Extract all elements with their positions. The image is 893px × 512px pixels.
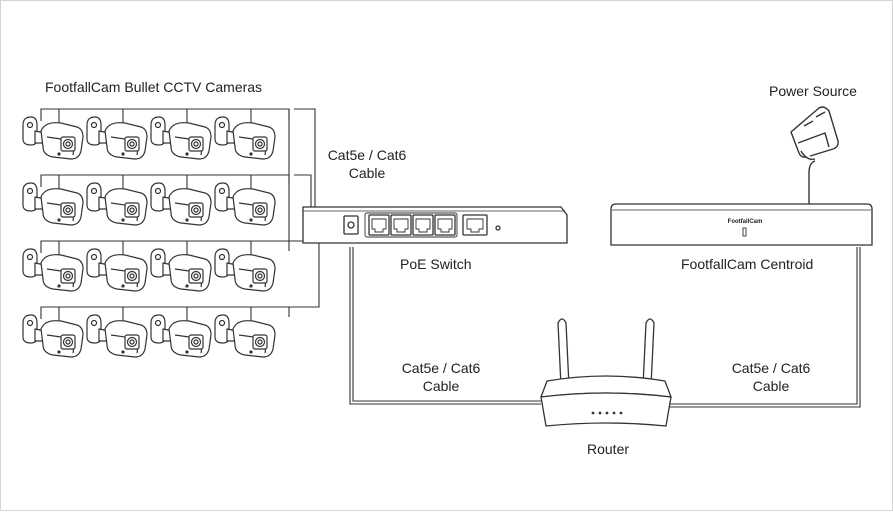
centroid-brand-text: FootfallCam [728,219,763,225]
bullet-camera-icon [22,314,84,358]
bullet-camera-icon [86,314,148,358]
cable-label-top-line2: Cable [348,165,386,181]
cable-label-top-line1: Cat5e / Cat6 [327,147,407,163]
poe-port [368,214,390,236]
bullet-camera-icon [86,182,148,226]
bullet-camera-icon [86,248,148,292]
bullet-camera-icon [22,116,84,160]
router [540,318,672,427]
bullet-camera-icon [214,248,276,292]
cable-label-right-line1: Cat5e / Cat6 [731,360,811,376]
cable-label-left-line1: Cat5e / Cat6 [401,360,481,376]
bullet-camera-icon [150,314,212,358]
cable-label-left: Cat5e / Cat6 Cable [391,359,491,395]
bullet-camera-icon [150,248,212,292]
camera-grid [22,116,276,358]
centroid-label: FootfallCam Centroid [681,256,814,272]
cable-label-right-line2: Cable [752,378,790,394]
poe-port [390,214,412,236]
bullet-camera-icon [214,182,276,226]
cable-centroid-to-router [669,247,861,408]
poe-switch-label: PoE Switch [400,256,472,272]
poe-ports [364,212,458,238]
power-source-label: Power Source [769,83,857,99]
footfallcam-centroid [610,203,873,246]
router-label: Router [587,441,630,457]
cable-label-right: Cat5e / Cat6 Cable [721,359,821,395]
cameras-title: FootfallCam Bullet CCTV Cameras [45,79,263,95]
power-plug-icon [790,106,839,204]
cable-switch-to-router [349,247,541,405]
bullet-camera-icon [150,116,212,160]
bullet-camera-icon [22,182,84,226]
router-leds [591,411,623,415]
bullet-camera-icon [150,182,212,226]
poe-port [434,214,456,236]
cable-label-left-line2: Cable [422,378,460,394]
poe-switch [302,206,568,244]
poe-port [412,214,434,236]
bullet-camera-icon [86,116,148,160]
bullet-camera-icon [214,116,276,160]
bullet-camera-icon [22,248,84,292]
bullet-camera-icon [214,314,276,358]
cable-label-top: Cat5e / Cat6 Cable [317,146,417,182]
